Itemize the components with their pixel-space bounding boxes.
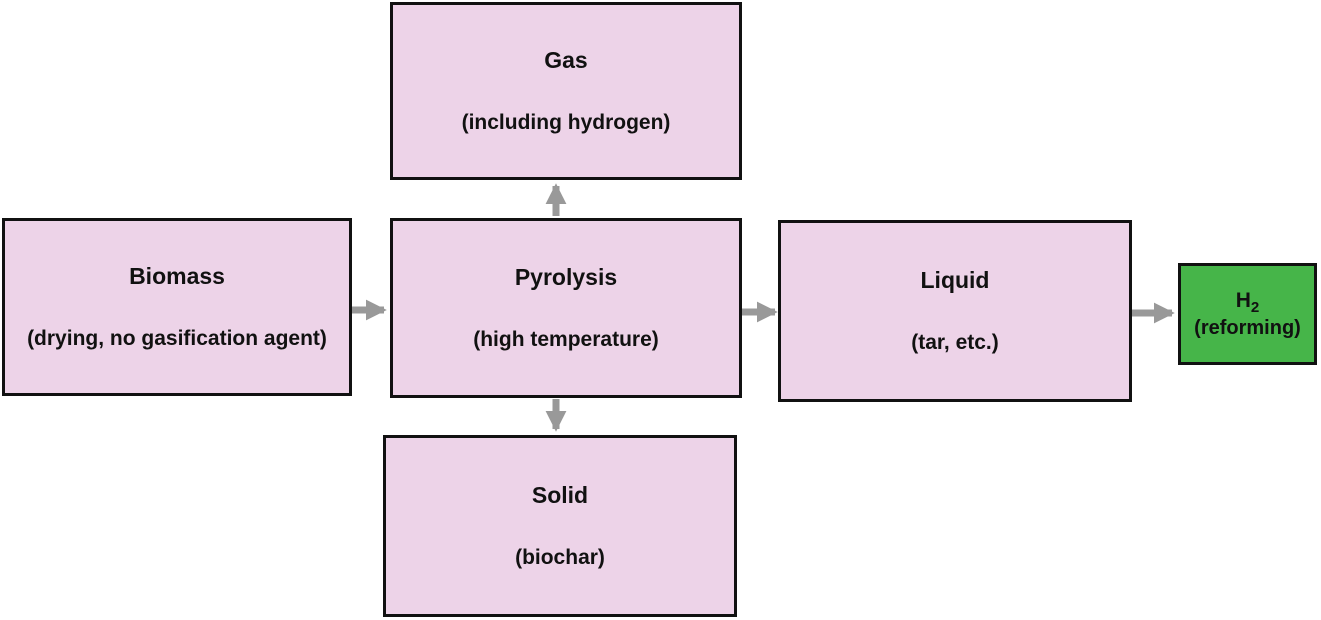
- node-h2-subtitle: (reforming): [1194, 317, 1301, 340]
- node-gas-title: Gas: [544, 46, 588, 73]
- node-pyrolysis-subtitle: (high temperature): [473, 328, 659, 352]
- node-gas-subtitle: (including hydrogen): [461, 111, 671, 135]
- node-biomass-title: Biomass: [129, 262, 225, 289]
- node-liquid-title: Liquid: [920, 266, 990, 293]
- node-biomass: Biomass (drying, no gasification agent): [2, 218, 352, 396]
- node-h2: H2 (reforming): [1178, 263, 1317, 365]
- node-gas: Gas (including hydrogen): [390, 2, 742, 180]
- node-pyrolysis: Pyrolysis (high temperature): [390, 218, 742, 398]
- node-liquid: Liquid (tar, etc.): [778, 220, 1132, 402]
- node-solid: Solid (biochar): [383, 435, 737, 617]
- node-solid-title: Solid: [531, 481, 589, 508]
- node-liquid-subtitle: (tar, etc.): [911, 331, 999, 355]
- node-biomass-subtitle: (drying, no gasification agent): [27, 327, 327, 351]
- node-pyrolysis-title: Pyrolysis: [514, 263, 618, 290]
- node-solid-subtitle: (biochar): [515, 546, 605, 570]
- node-h2-title: H2: [1235, 288, 1260, 317]
